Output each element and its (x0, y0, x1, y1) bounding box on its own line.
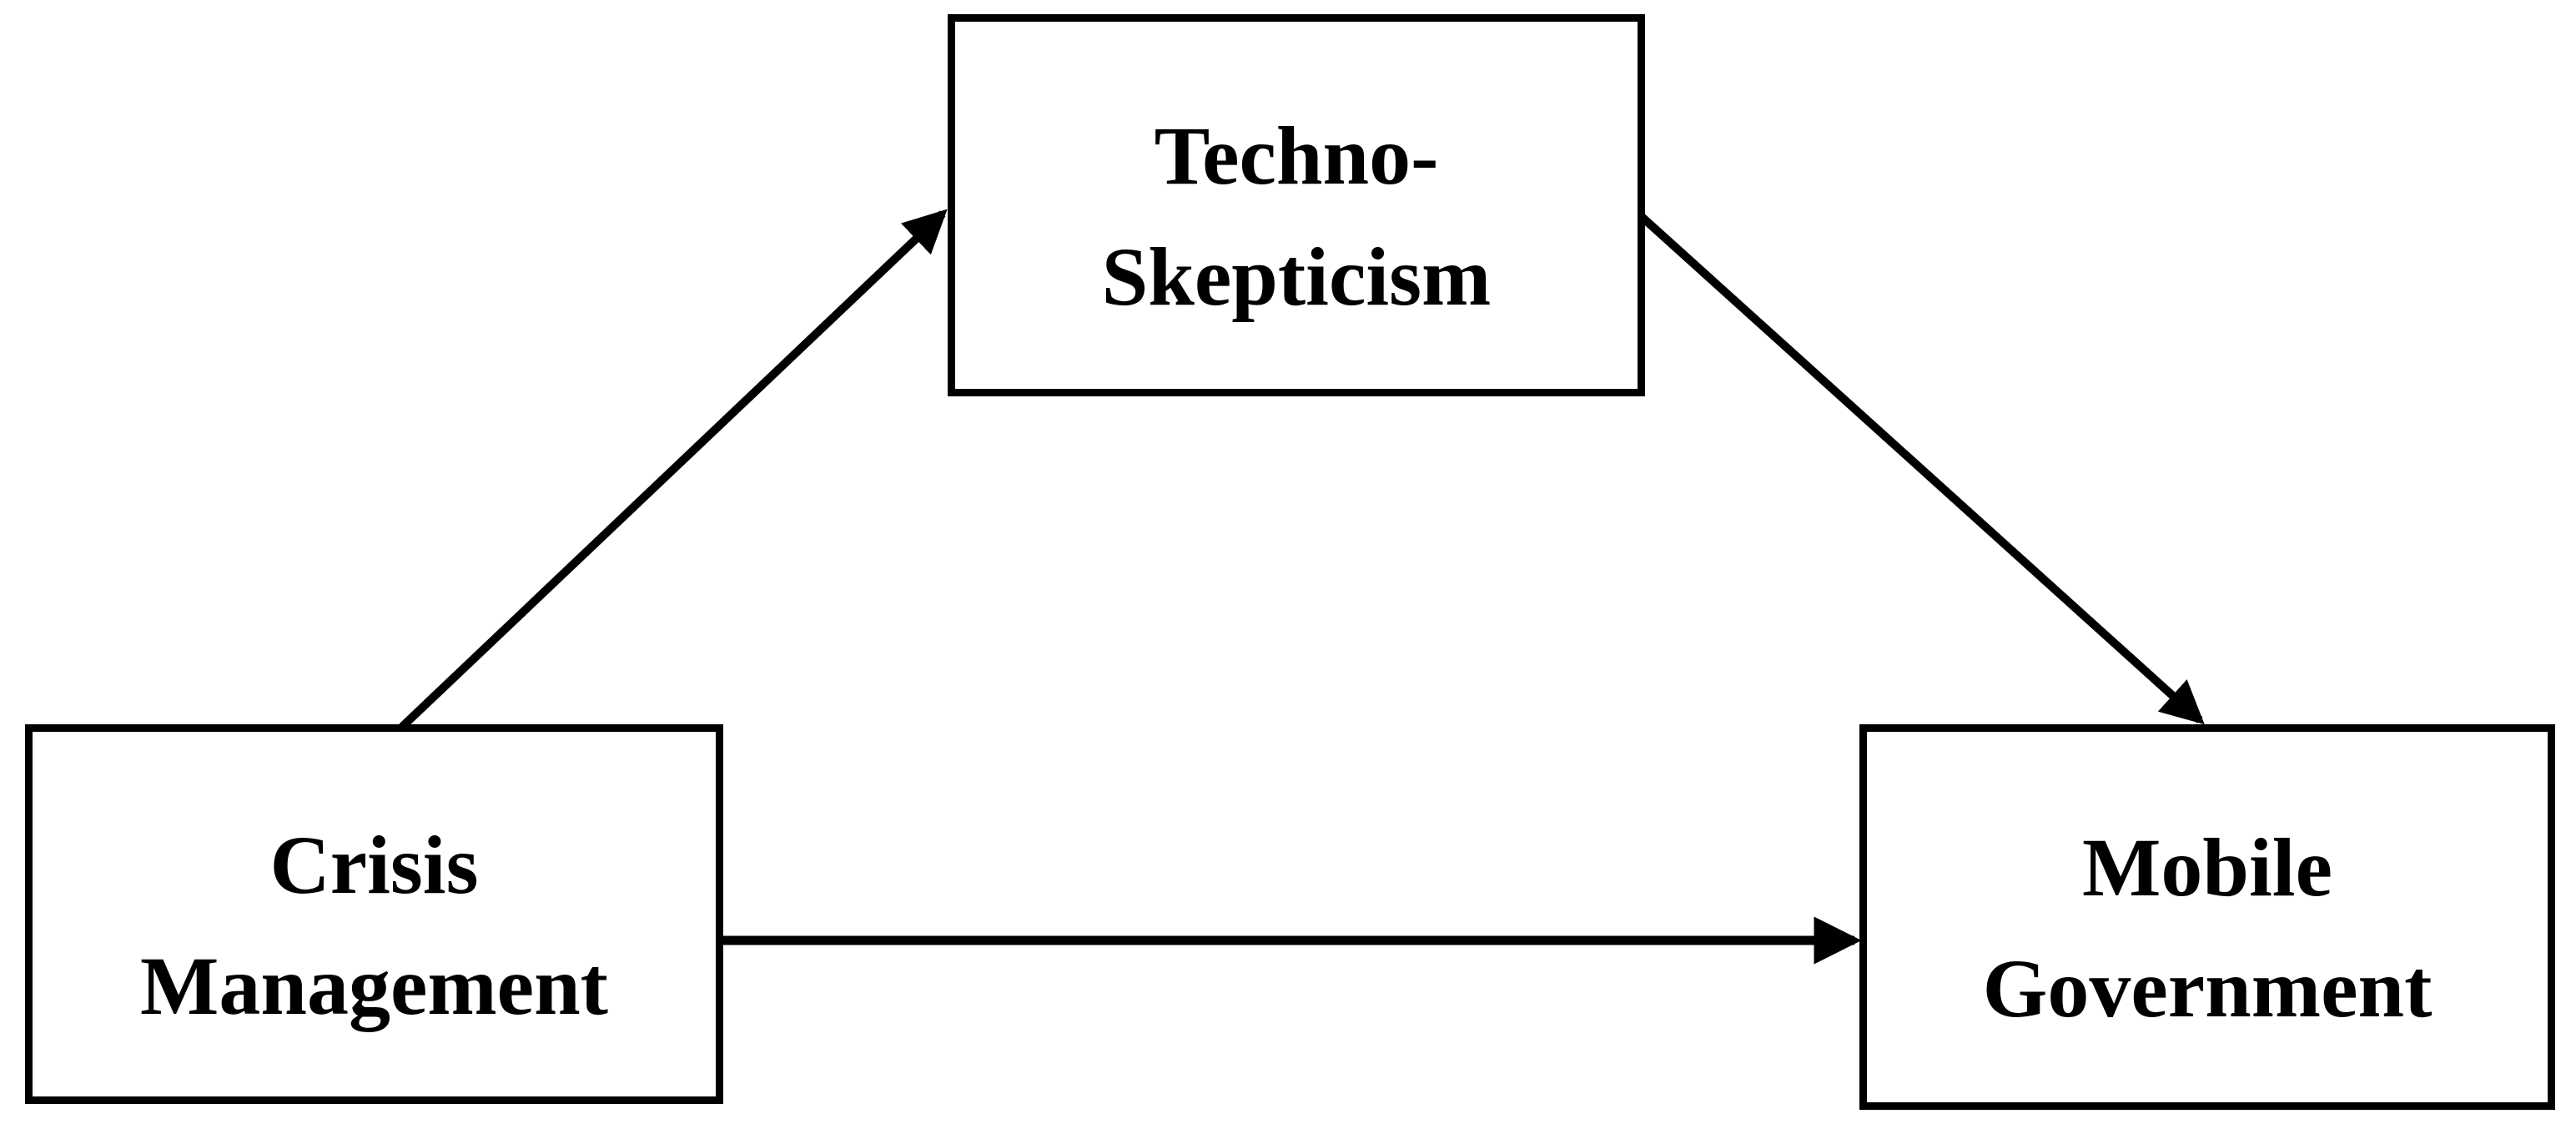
node-label-line: Crisis (269, 818, 479, 911)
node-label-line: Techno- (1154, 109, 1439, 202)
node-label-line: Skepticism (1101, 230, 1492, 323)
arrow-techno-to-mobile (1637, 212, 2205, 725)
node-crisis-management: Crisis Management (25, 724, 723, 1104)
node-label-line: Mobile (2082, 821, 2332, 914)
arrow-crisis-to-techno (399, 209, 948, 730)
node-label-line: Management (140, 939, 608, 1032)
node-techno-skepticism: Techno- Skepticism (948, 14, 1645, 396)
node-mobile-government: Mobile Government (1859, 724, 2555, 1110)
node-label-line: Government (1982, 942, 2433, 1035)
